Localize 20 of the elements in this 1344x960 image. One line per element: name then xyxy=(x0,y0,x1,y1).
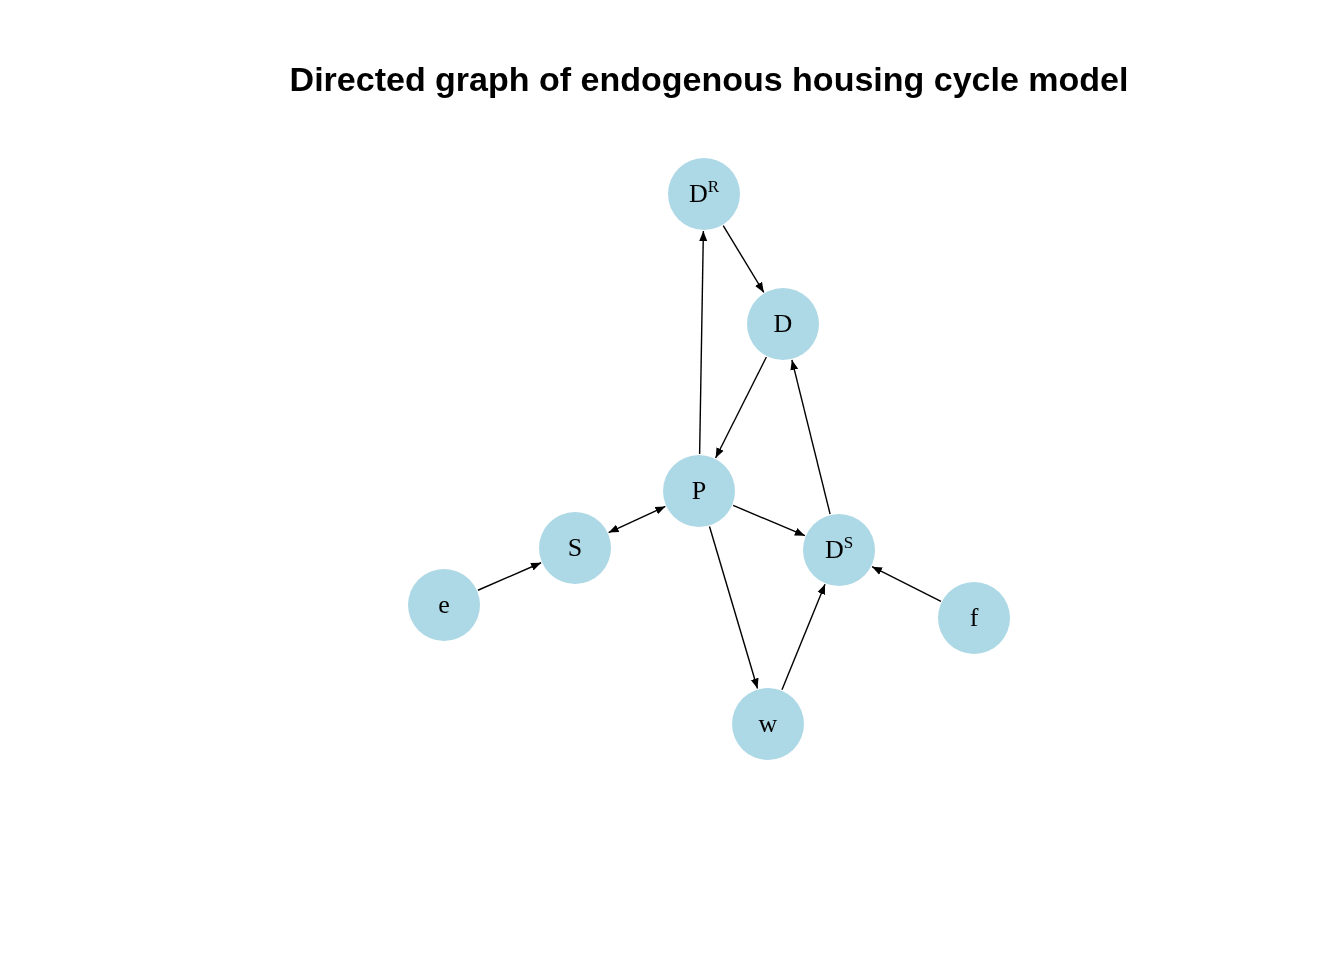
arrow xyxy=(871,565,942,603)
arrow xyxy=(722,224,765,294)
node-label: D$^{R}$ xyxy=(688,179,720,209)
arrow xyxy=(714,356,768,459)
arrow xyxy=(781,583,826,691)
diagram-title: Directed graph of endogenous housing cycle model xyxy=(288,60,1130,99)
arrow xyxy=(477,562,542,591)
node-label: e xyxy=(438,590,450,620)
arrow xyxy=(708,525,759,690)
arrow xyxy=(607,505,667,534)
node-label: D$^{S}$ xyxy=(824,535,854,565)
arrow xyxy=(698,230,708,455)
arrow xyxy=(790,359,831,515)
node-label: w xyxy=(758,709,778,739)
node-label: S xyxy=(567,533,583,563)
arrow xyxy=(732,504,806,537)
node-label: f xyxy=(969,603,979,633)
node-label: P xyxy=(691,476,707,506)
node-circle xyxy=(803,514,875,586)
node-label: D xyxy=(773,309,793,339)
